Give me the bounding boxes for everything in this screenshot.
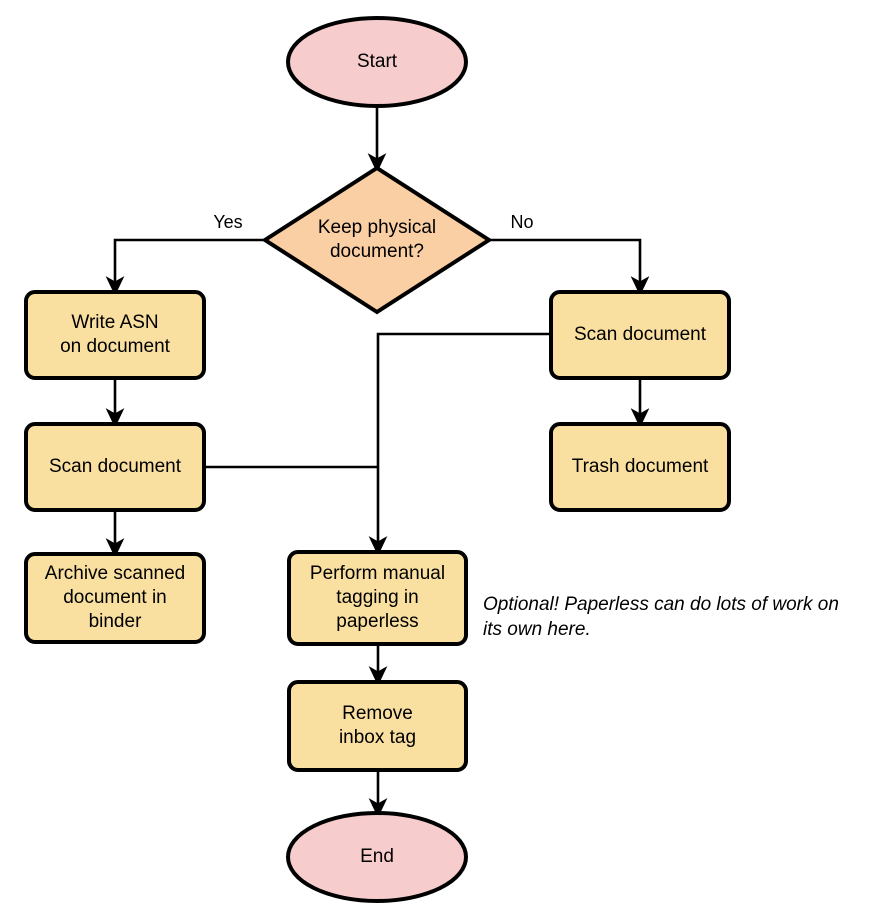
process-shape bbox=[287, 550, 468, 646]
terminal-shape bbox=[286, 811, 468, 903]
node-label: Scan document bbox=[49, 456, 182, 477]
process-shape bbox=[287, 680, 468, 772]
node-scan-document-right[interactable]: Scan document bbox=[549, 290, 731, 380]
connectors-group bbox=[105, 106, 650, 818]
node-start[interactable]: Start bbox=[286, 16, 468, 108]
node-label: End bbox=[360, 846, 394, 867]
process-shape bbox=[549, 290, 731, 380]
process-shape bbox=[24, 552, 206, 644]
decision-shape bbox=[261, 165, 493, 315]
node-trash-document[interactable]: Trash document bbox=[549, 422, 731, 512]
node-label: Start bbox=[357, 51, 398, 72]
node-scan-document-left[interactable]: Scan document bbox=[24, 422, 206, 512]
edge-label-yes: Yes bbox=[213, 212, 242, 232]
edge-label-no: No bbox=[510, 212, 533, 232]
node-end[interactable]: End bbox=[286, 811, 468, 903]
edge-labels-group: Yes No bbox=[213, 212, 533, 232]
terminal-shape bbox=[286, 16, 468, 108]
process-shape bbox=[549, 422, 731, 512]
connector-scan-right-to-tagging bbox=[368, 332, 551, 556]
node-label: Scan document bbox=[574, 324, 707, 345]
annotation-optional-note: Optional! Paperless can do lots of work … bbox=[483, 594, 839, 640]
connector-decision-yes-to-write-asn bbox=[105, 238, 265, 296]
process-shape bbox=[24, 422, 206, 512]
connector-decision-no-to-scan-right bbox=[489, 238, 650, 296]
node-label: Trash document bbox=[572, 456, 709, 477]
annotation-group: Optional! Paperless can do lots of work … bbox=[483, 594, 839, 640]
process-shape bbox=[24, 290, 206, 380]
